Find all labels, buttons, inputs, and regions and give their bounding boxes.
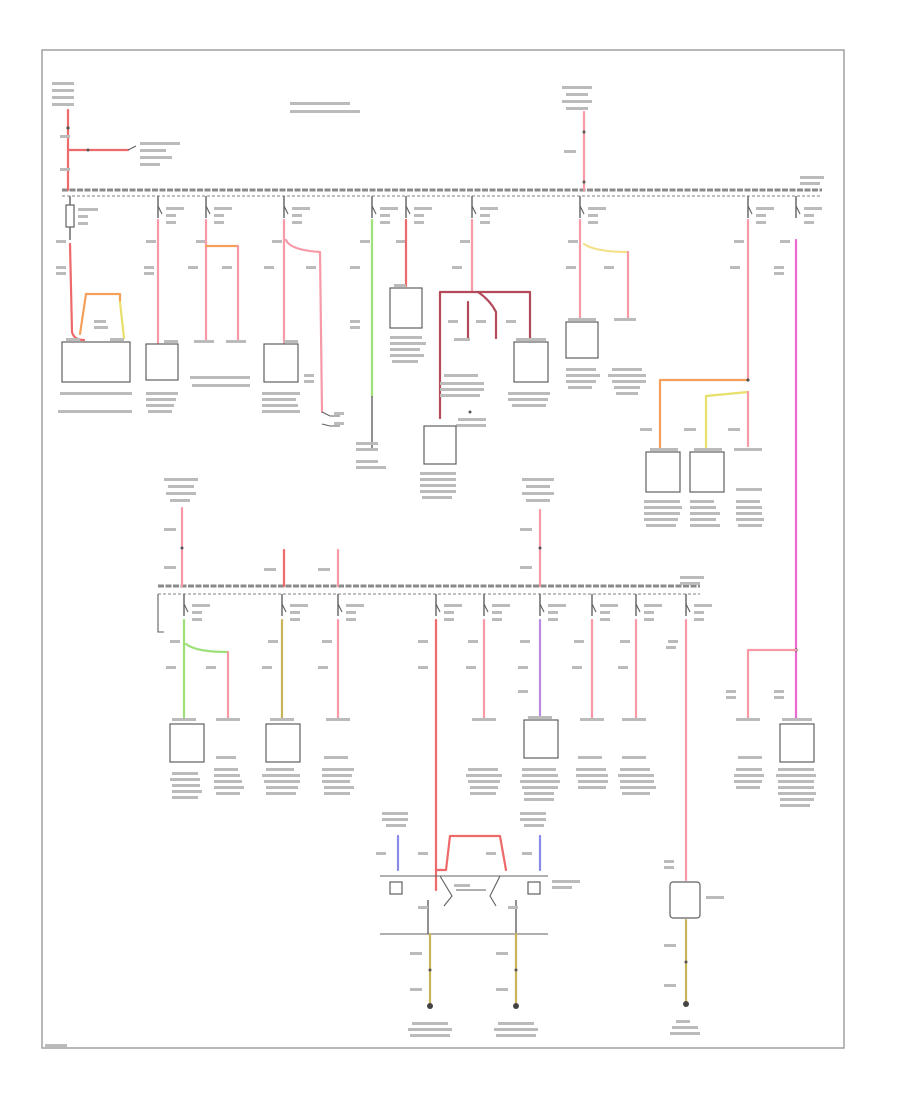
source-left [52, 82, 180, 192]
middle-branch-g [572, 594, 618, 789]
ground-leg-left [408, 932, 452, 1037]
fuse-branch-7 [420, 196, 550, 499]
right-branch-a [726, 648, 798, 789]
source-middle-right [520, 478, 554, 588]
ground-point-right [683, 1001, 689, 1007]
middle-branch-a [166, 594, 244, 799]
middle-branch-i [666, 594, 712, 882]
fuse-branch-9 [640, 196, 774, 527]
fuse-branch-5 [350, 196, 398, 469]
fuse-branch-8 [565, 196, 646, 395]
ground-leg-right [664, 860, 724, 1035]
middle-branch-h [618, 594, 662, 795]
fuse-branch-1 [56, 196, 132, 413]
top-legend [290, 102, 360, 113]
relay-group [376, 812, 580, 935]
middle-branch-b [262, 594, 308, 795]
ground-point-middle [513, 1003, 519, 1009]
middle-branch-f [518, 594, 566, 801]
fuse-branch-3 [188, 196, 250, 387]
source-middle-left [164, 478, 198, 588]
fuse-branch-10 [774, 196, 822, 722]
middle-branch-d [418, 594, 462, 872]
ground-leg-middle [494, 932, 538, 1037]
right-branch-b [774, 690, 816, 807]
middle-branch-e [466, 594, 510, 795]
corner-mark [45, 1044, 67, 1047]
ground-point-left [427, 1003, 433, 1009]
diagram-frame [41, 49, 845, 1049]
middle-feeds [264, 548, 340, 588]
fuse-branch-2 [144, 196, 184, 413]
source-right [562, 86, 592, 192]
middle-branch-c [318, 594, 364, 795]
fuse-branch-4 [262, 196, 344, 427]
fuse-branch-6 [389, 196, 432, 363]
